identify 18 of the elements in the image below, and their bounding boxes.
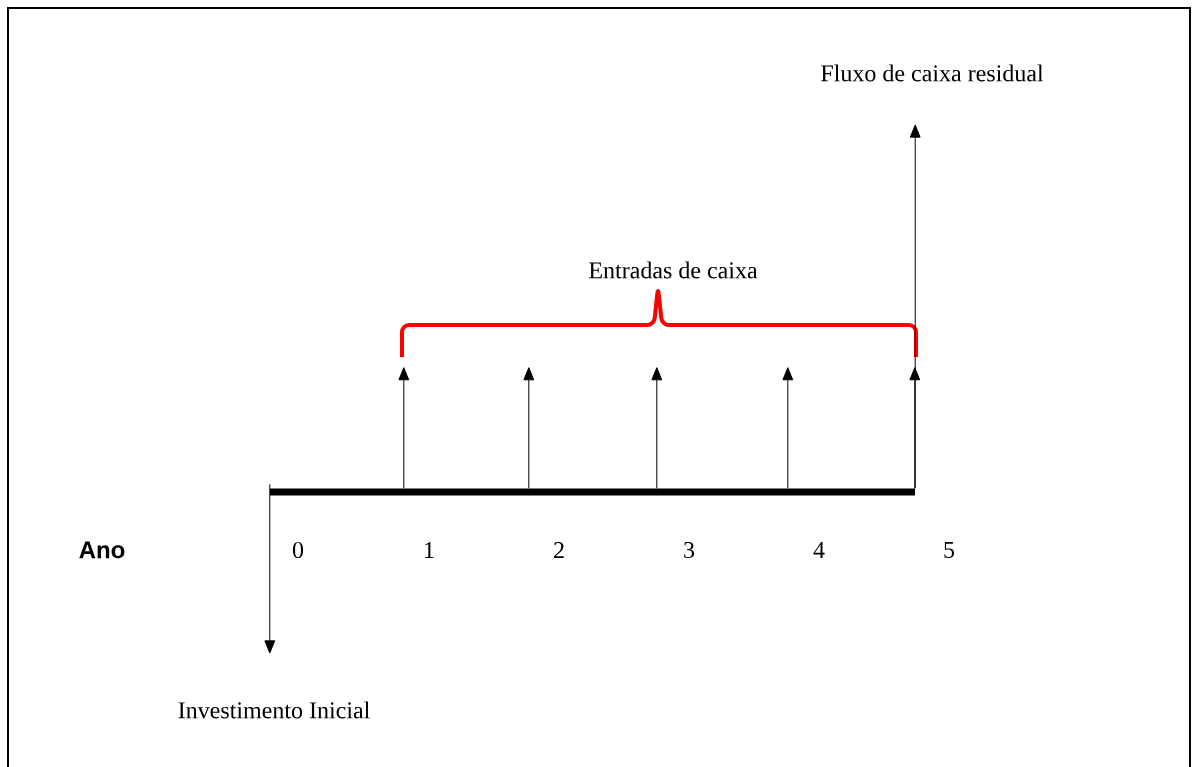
year-number: 3 <box>684 541 695 559</box>
timeline-bar <box>270 488 915 496</box>
arrow <box>782 367 794 489</box>
arrow <box>651 367 663 489</box>
year-number: 1 <box>425 542 434 558</box>
year-number: 2 <box>554 542 564 558</box>
caption-text: Fluxo de caixa residual <box>821 64 1044 82</box>
year-number: 4 <box>813 542 825 558</box>
arrow <box>523 367 535 489</box>
caption-text: Investimento Inicial <box>178 701 370 719</box>
arrow <box>909 367 921 489</box>
arrow <box>909 124 921 489</box>
axis-title: Ano <box>79 541 125 559</box>
arrow <box>398 367 410 489</box>
year-number: 5 <box>944 542 955 558</box>
brace-label: Entradas de caixa <box>589 261 758 279</box>
year-number: 0 <box>292 541 304 559</box>
arrow <box>264 483 276 654</box>
